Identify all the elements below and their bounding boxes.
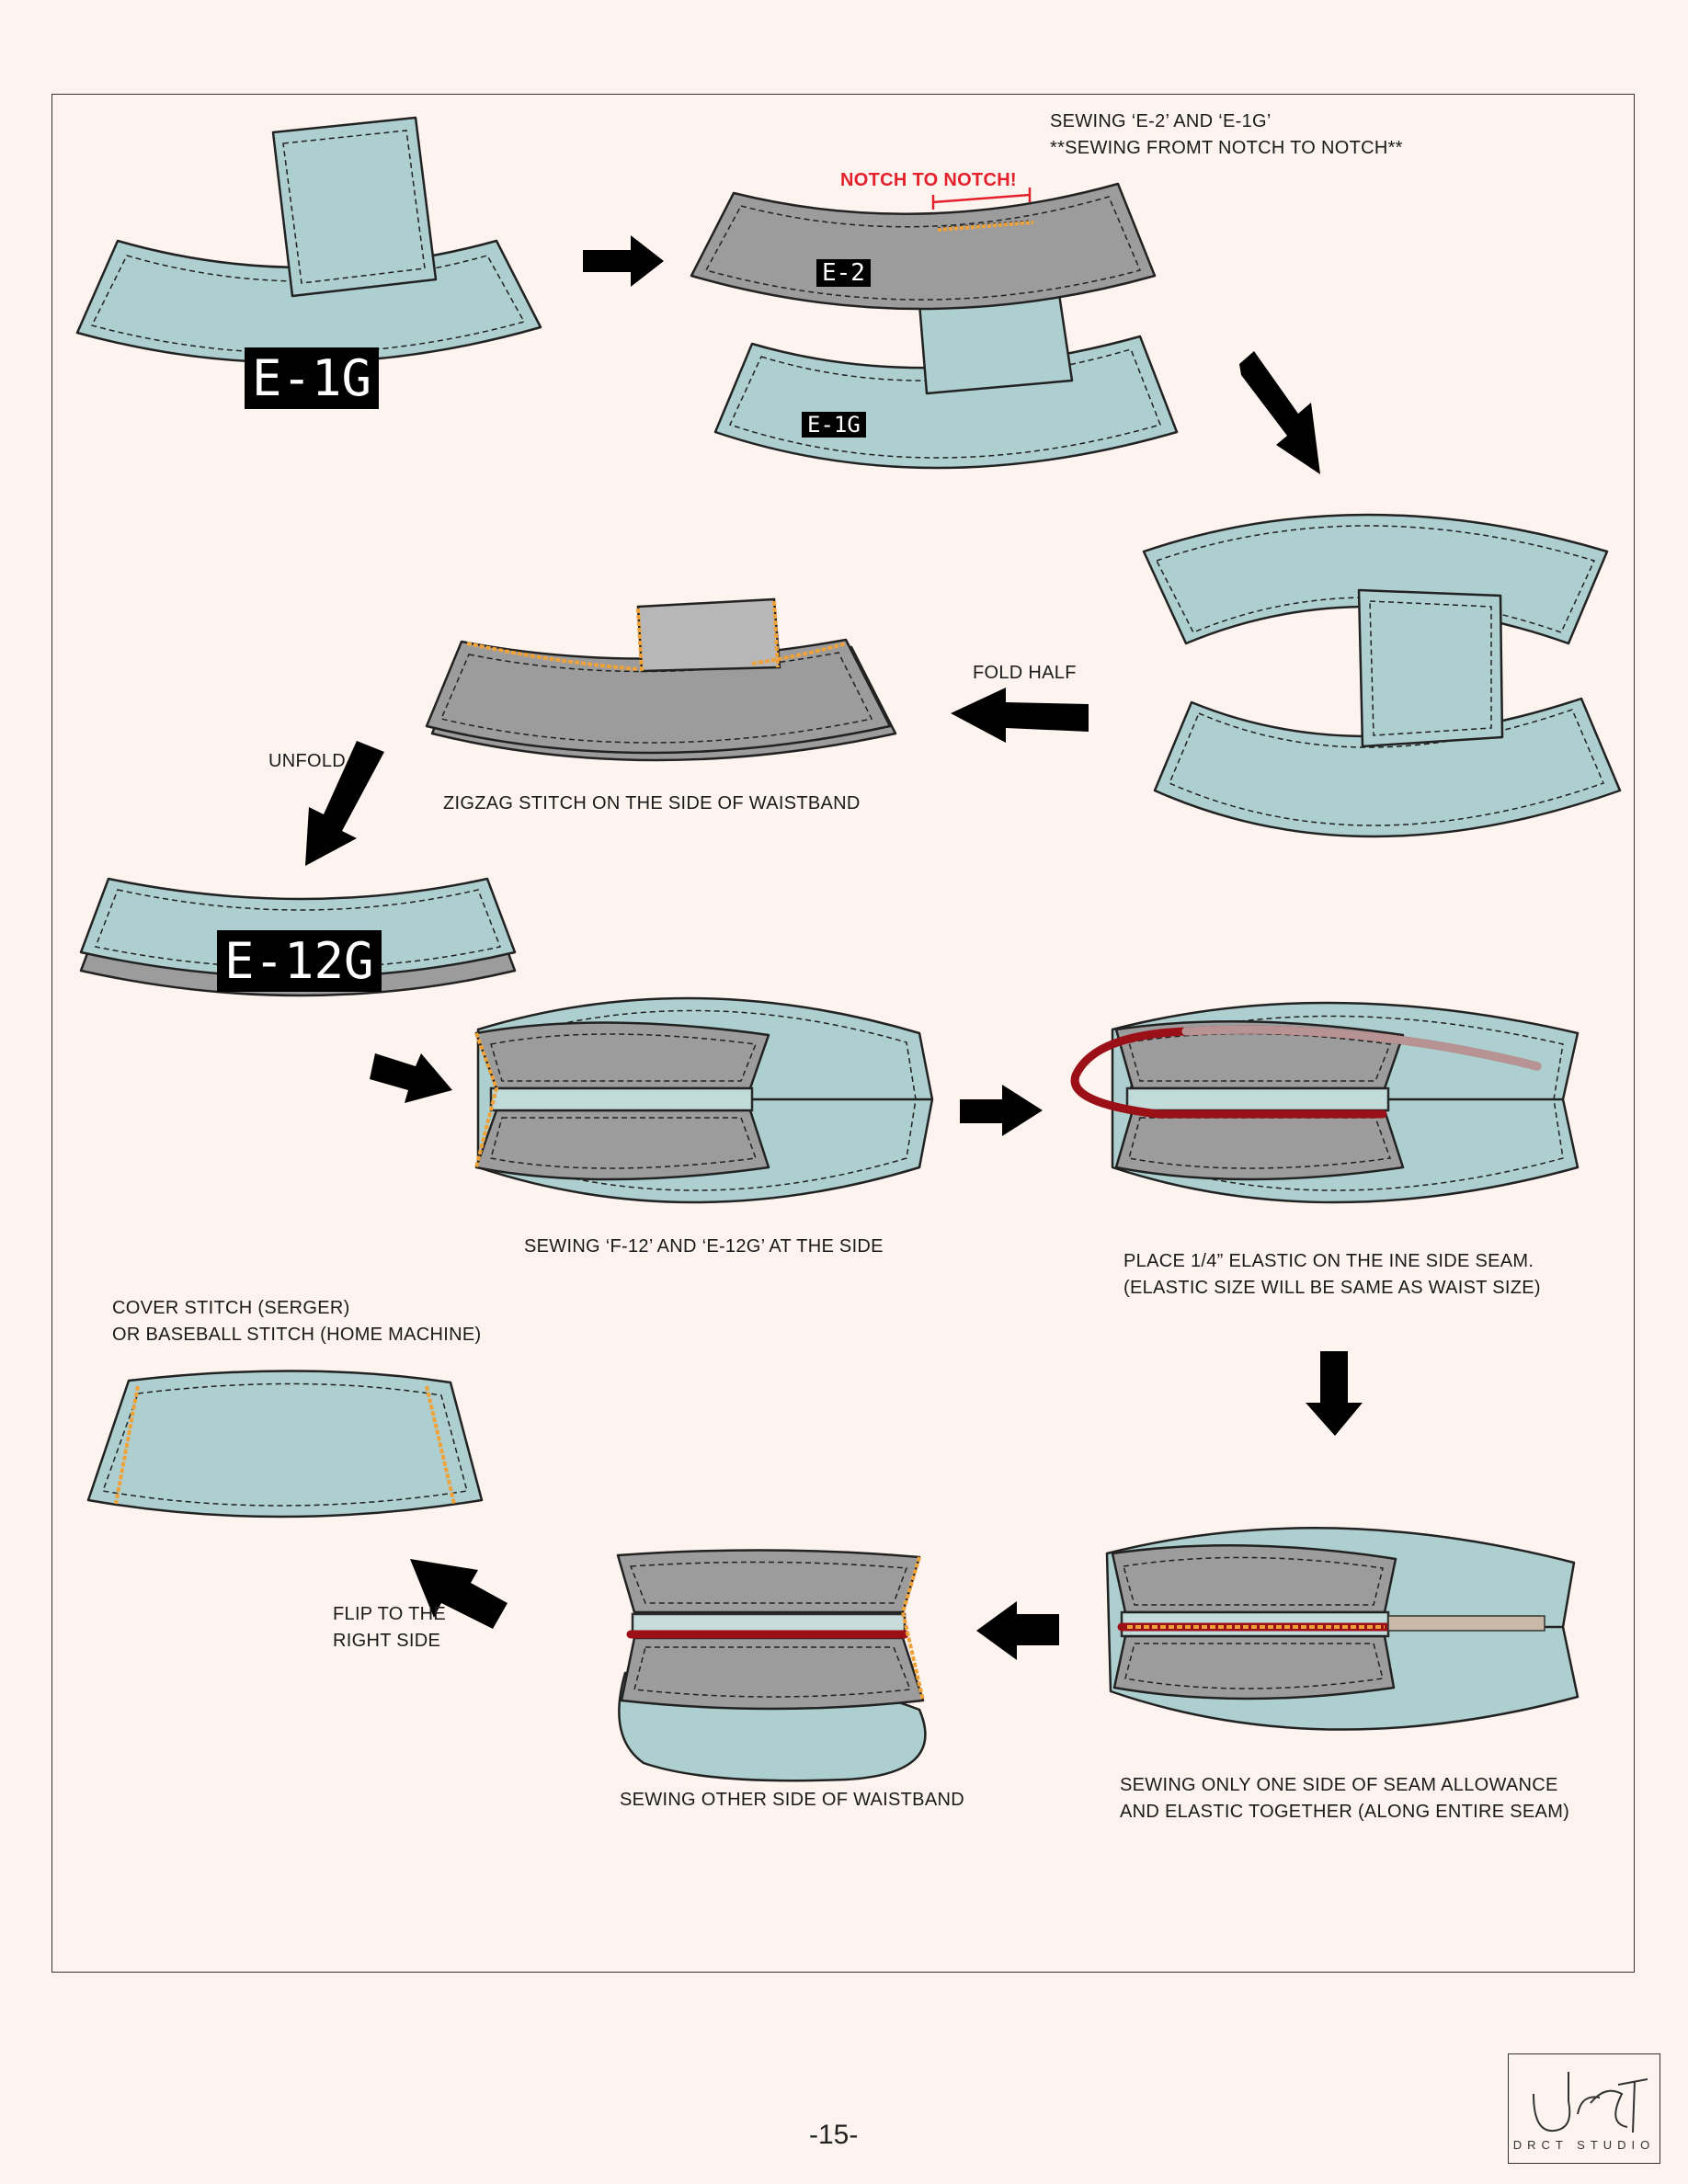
- notch-label: NOTCH TO NOTCH!: [840, 167, 1017, 194]
- step2-waistband-e2: [691, 184, 1155, 309]
- arrow-left-fold: [951, 688, 1089, 743]
- step4-folded-waistband: [427, 599, 895, 760]
- arrow-right-3: [960, 1085, 1043, 1136]
- arrow-left-2: [976, 1601, 1059, 1660]
- step2-subtitle: **SEWING FROMT NOTCH TO NOTCH**: [1050, 135, 1403, 162]
- sewing-side-label: SEWING ‘F-12’ AND ‘E-12G’ AT THE SIDE: [524, 1234, 884, 1260]
- fold-half-label: FOLD HALF: [973, 660, 1077, 687]
- step9-assembly: [618, 1550, 925, 1780]
- cover-stitch-label-1: COVER STITCH (SERGER): [112, 1295, 350, 1322]
- zigzag-label: ZIGZAG STITCH ON THE SIDE OF WAISTBAND: [443, 791, 861, 817]
- unfold-label: UNFOLD: [268, 748, 346, 775]
- elastic-label-2: (ELASTIC SIZE WILL BE SAME AS WAIST SIZE…: [1123, 1275, 1541, 1302]
- step10-finished-waistband: [88, 1371, 482, 1517]
- tag-e1g-small: E-1G: [802, 412, 866, 438]
- tag-e12g: E-12G: [217, 930, 382, 992]
- elastic-label-1: PLACE 1/4” ELASTIC ON THE INE SIDE SEAM.: [1123, 1248, 1534, 1275]
- arrow-right-1: [583, 235, 664, 287]
- step3-tab-piece: [1359, 590, 1502, 746]
- studio-logo-text: DRCT STUDIO: [1508, 2138, 1660, 2152]
- step1-tab-piece: [273, 118, 436, 296]
- arrow-right-2: [370, 1053, 452, 1103]
- tag-e2: E-2: [816, 259, 871, 287]
- one-side-label-2: AND ELASTIC TOGETHER (ALONG ENTIRE SEAM): [1120, 1799, 1569, 1826]
- arrow-down: [1306, 1351, 1363, 1436]
- step7-assembly: [1075, 1003, 1578, 1202]
- step2-title: SEWING ‘E-2’ AND ‘E-1G’: [1050, 108, 1272, 135]
- other-side-label: SEWING OTHER SIDE OF WAISTBAND: [620, 1787, 964, 1814]
- cover-stitch-label-2: OR BASEBALL STITCH (HOME MACHINE): [112, 1322, 481, 1348]
- one-side-label-1: SEWING ONLY ONE SIDE OF SEAM ALLOWANCE: [1120, 1772, 1558, 1799]
- page-number: -15-: [809, 2120, 858, 2151]
- step8-assembly: [1107, 1528, 1578, 1729]
- flip-label-2: RIGHT SIDE: [333, 1628, 440, 1655]
- arrow-diagonal-1: [1239, 351, 1320, 474]
- flip-label-1: FLIP TO THE: [333, 1601, 446, 1628]
- tag-e1g-large: E-1G: [245, 347, 379, 409]
- step6-assembly: [476, 998, 932, 1202]
